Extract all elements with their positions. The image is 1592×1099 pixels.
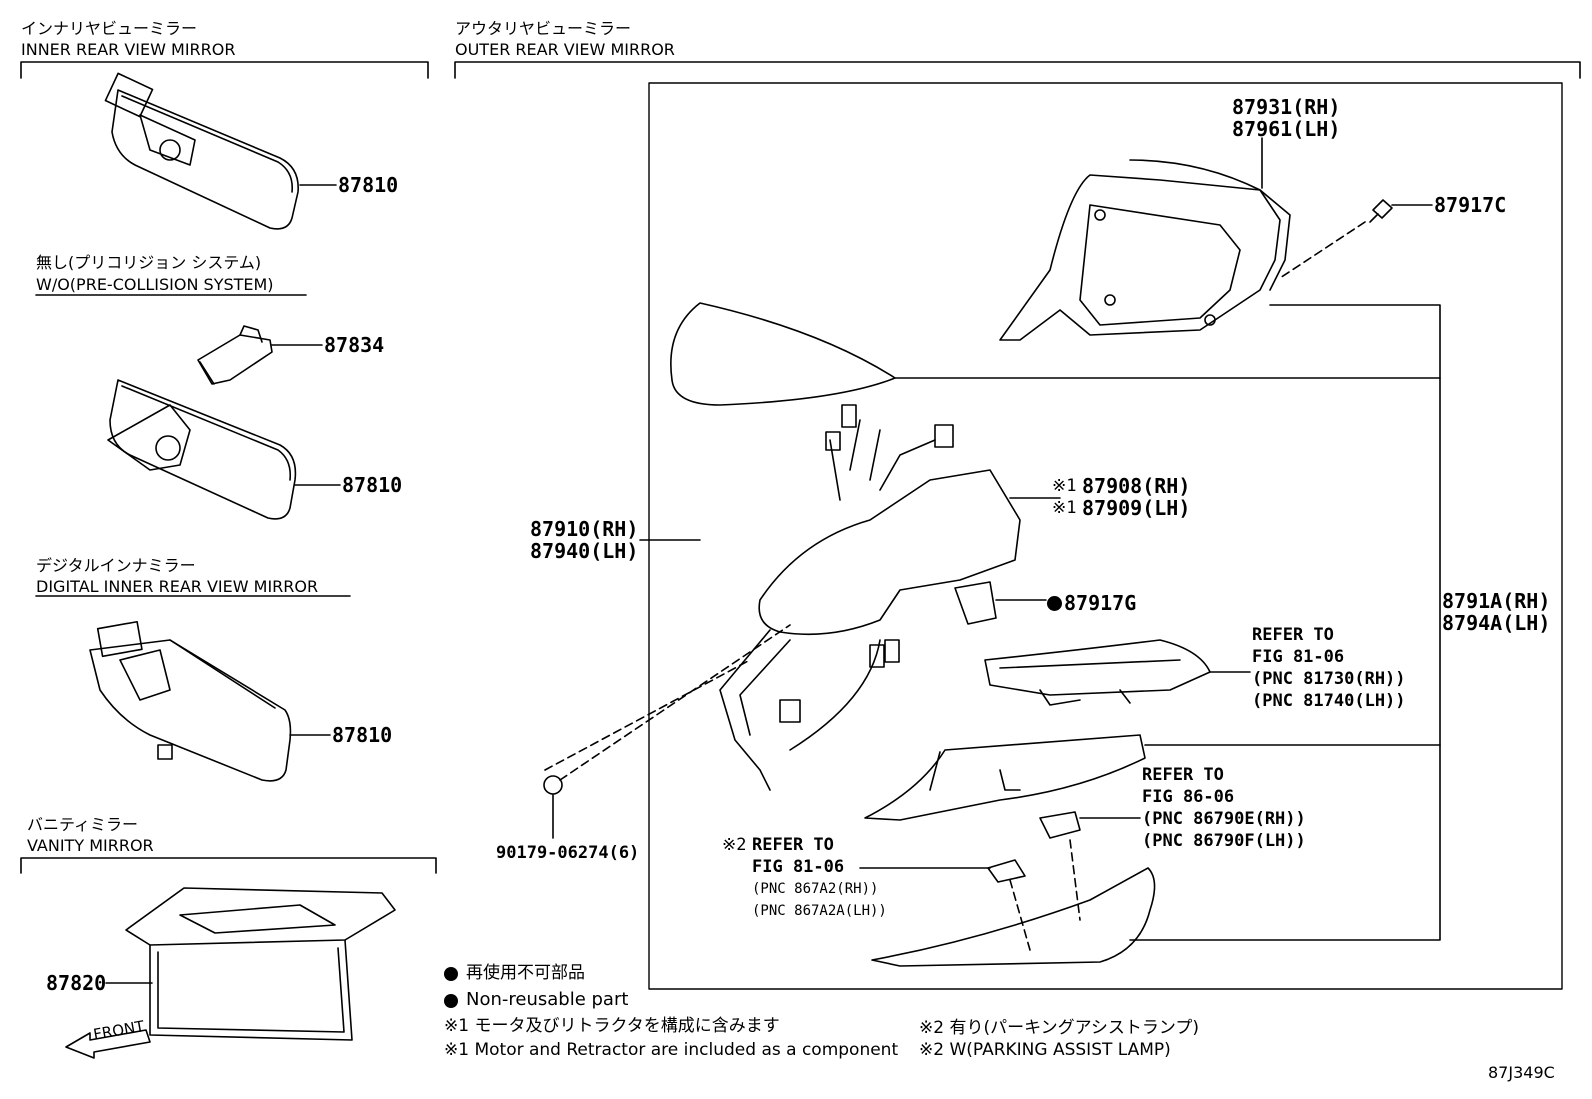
mark-1-a: ※1 — [1052, 476, 1077, 496]
part-87961-lh: 87961(LH) — [1232, 117, 1341, 141]
ref2-line4: (PNC 86790F(LH)) — [1142, 831, 1306, 851]
wo-pcs-title-jp: 無し(プリコリジョン システム) — [36, 253, 262, 272]
ref3-line1: REFER TO — [752, 835, 834, 855]
part-87834: 87834 — [324, 333, 385, 357]
part-87931-rh: 87931(RH) — [1232, 95, 1341, 119]
vanity-title-jp: バニティミラー — [27, 815, 139, 834]
part-87940-lh: 87940(LH) — [530, 539, 639, 563]
screw-87917c-drawing — [1369, 199, 1393, 223]
ref1-line1: REFER TO — [1252, 625, 1334, 645]
outer-assembly-frame — [648, 82, 1563, 990]
inner-mirror-drawing-2 — [107, 379, 297, 520]
digital-title-en: DIGITAL INNER REAR VIEW MIRROR — [36, 577, 319, 596]
part-87917g: 87917G — [1064, 591, 1137, 615]
mark-1-b: ※1 — [1052, 498, 1077, 518]
wo-pcs-title-en: W/O(PRE-COLLISION SYSTEM) — [36, 275, 274, 294]
inner-section-bracket — [20, 61, 429, 79]
part-87810-a: 87810 — [338, 173, 399, 197]
digital-mirror-drawing — [89, 620, 292, 782]
bottom-cover-drawing — [871, 867, 1156, 967]
vanity-mirror-drawing — [125, 887, 396, 1041]
part-87820: 87820 — [46, 971, 107, 995]
clip-90179-drawing — [543, 775, 563, 795]
ref1-line4: (PNC 81740(LH)) — [1252, 691, 1406, 711]
part-87917c: 87917C — [1434, 193, 1507, 217]
part-87909-lh: 87909(LH) — [1082, 496, 1191, 520]
part-87908-rh: 87908(RH) — [1082, 474, 1191, 498]
inner-mirror-drawing-1 — [104, 72, 299, 230]
part-8794a-lh: 8794A(LH) — [1442, 611, 1551, 635]
lower-cover-drawing — [864, 734, 1146, 821]
outer-title-jp: アウタリヤビューミラー — [455, 19, 632, 38]
legend-nonreuse-jp: 再使用不可部品 — [466, 963, 585, 983]
note2-jp: ※2 有り(パーキングアシストランプ) — [919, 1018, 1200, 1038]
ref2-line1: REFER TO — [1142, 765, 1224, 785]
outer-section-bracket — [454, 61, 1581, 79]
legend-dot-jp — [444, 967, 458, 981]
part-87810-c: 87810 — [332, 723, 393, 747]
dash-87917c — [1279, 221, 1366, 279]
ref1-line3: (PNC 81730(RH)) — [1252, 669, 1406, 689]
cover-87834-drawing — [197, 325, 273, 385]
outer-title-en: OUTER REAR VIEW MIRROR — [455, 40, 675, 59]
dash-90179 — [559, 624, 791, 781]
part-87910-rh: 87910(RH) — [530, 517, 639, 541]
inner-title-jp: インナリヤビューミラー — [21, 19, 198, 38]
turn-lamp-drawing — [984, 639, 1211, 706]
pad-87917g-drawing — [954, 581, 997, 625]
ref3-line2: FIG 81-06 — [752, 857, 845, 877]
drawing-id: 87J349C — [1488, 1063, 1555, 1082]
parking-lamp-bracket-drawing — [1039, 811, 1081, 839]
mirror-housing-drawing — [999, 159, 1291, 341]
mirror-glass-drawing — [670, 302, 896, 406]
ref3-line4: (PNC 867A2A(LH)) — [752, 903, 887, 919]
vanity-title-en: VANITY MIRROR — [27, 836, 154, 855]
digital-title-jp: デジタルインナミラー — [36, 556, 196, 575]
ref3-mark: ※2 — [722, 835, 747, 855]
note1-jp: ※1 モータ及びリトラクタを構成に含みます — [444, 1016, 780, 1036]
legend-nonreuse-en: Non-reusable part — [466, 989, 629, 1010]
bracket-8791a — [1129, 304, 1441, 941]
legend-dot-en — [444, 994, 458, 1008]
ref1-line2: FIG 81-06 — [1252, 647, 1345, 667]
vanity-section-bracket — [20, 857, 437, 874]
part-8791a-rh: 8791A(RH) — [1442, 589, 1551, 613]
ref2-line2: FIG 86-06 — [1142, 787, 1235, 807]
note1-en: ※1 Motor and Retractor are included as a… — [444, 1040, 899, 1060]
ref2-line3: (PNC 86790E(RH)) — [1142, 809, 1306, 829]
part-87810-b: 87810 — [342, 473, 403, 497]
actuator-harness-drawing — [719, 404, 1021, 791]
assist-lamp-drawing — [987, 859, 1026, 883]
part-90179: 90179-06274(6) — [496, 843, 640, 863]
ref3-line3: (PNC 867A2(RH)) — [752, 881, 879, 897]
inner-title-en: INNER REAR VIEW MIRROR — [21, 40, 236, 59]
non-reusable-dot-87917g — [1047, 596, 1062, 611]
front-arrow-icon — [65, 1029, 151, 1059]
note2-en: ※2 W(PARKING ASSIST LAMP) — [919, 1040, 1171, 1060]
